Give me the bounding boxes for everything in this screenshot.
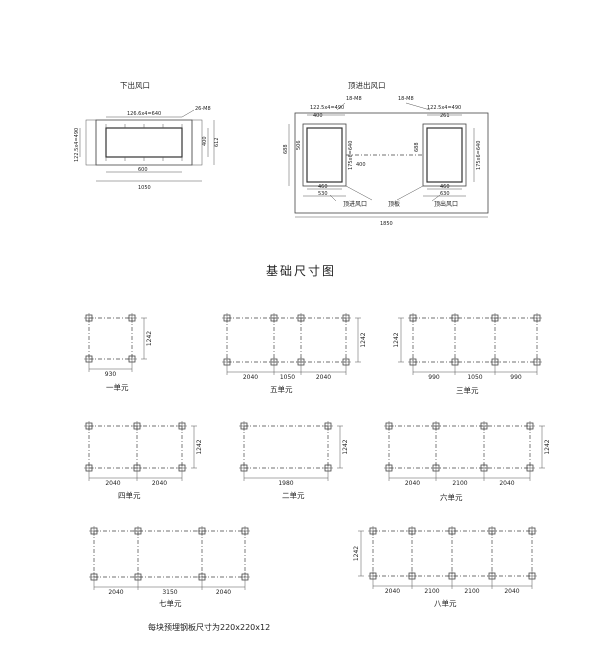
unit-label: 三单元: [456, 385, 479, 395]
dim-h175-right: 175x6=640: [476, 141, 482, 170]
span-value: 2040: [105, 480, 120, 487]
dim-bolts-right: 18-M8: [398, 96, 414, 102]
unit-1: 930 1242 一单元: [84, 313, 153, 392]
dim-h175: 175x6=640: [348, 141, 354, 170]
label-outlet: 顶出风口: [434, 200, 458, 208]
dim-inner-width: 600: [138, 167, 148, 173]
left-box: [302, 123, 347, 187]
span-value: 2040: [152, 480, 167, 487]
span-value: 2040: [385, 588, 400, 595]
unit-3: 990 1050 990 1242 三单元: [393, 313, 542, 395]
bottom-outlet-title: 下出风口: [120, 80, 150, 90]
right-extension: [191, 119, 203, 166]
dim-w261: 261: [440, 113, 450, 119]
dim-left: 122.5x4=490: [74, 128, 80, 162]
dim-h506: 506: [296, 140, 302, 150]
span-value: 930: [105, 371, 117, 378]
span-value: 990: [428, 374, 440, 381]
bottom-outlet-view: 下出风口 126.6x4=640 26-M8 400 612 122.5x4=4…: [74, 80, 220, 191]
height-value: 1242: [342, 439, 349, 454]
unit-label: 八单元: [434, 598, 457, 608]
label-plate: 顶板: [388, 200, 400, 208]
dim-w400: 400: [313, 113, 323, 119]
span-value: 2100: [452, 480, 467, 487]
dim-top-left: 122.5x4=490: [310, 105, 344, 111]
span-value: 2040: [316, 374, 331, 381]
span-value: 3150: [162, 589, 177, 596]
span-value: 2040: [108, 589, 123, 596]
plate-note: 每块预埋钢板尺寸为220x220x12: [148, 622, 270, 632]
dim-inner-height: 400: [202, 136, 208, 146]
unit-label: 七单元: [159, 598, 182, 608]
right-box: [422, 123, 467, 187]
dim-bolts-left: 18-M8: [346, 96, 362, 102]
unit-label: 一单元: [106, 382, 129, 392]
left-opening: [306, 127, 343, 183]
label-inlet: 顶进风口: [343, 200, 367, 208]
unit-5: 1980 1242 二单元: [239, 421, 349, 500]
height-value: 1242: [393, 332, 400, 347]
left-extension: [85, 119, 97, 166]
span-value: 1050: [280, 374, 295, 381]
unit-label: 四单元: [118, 490, 141, 500]
height-value: 1242: [146, 331, 153, 346]
unit-7: 2040 3150 2040 七单元: [89, 526, 250, 608]
height-value: 1242: [196, 439, 203, 454]
span-value: 2040: [499, 480, 514, 487]
dim-w530: 530: [318, 191, 328, 197]
dim-w630: 630: [440, 191, 450, 197]
dim-bolts: 26-M8: [195, 106, 211, 112]
unit-6: 2040 2100 2040 1242 六单元: [384, 421, 551, 502]
top-plate: [294, 112, 489, 214]
dim-total: 1850: [380, 221, 393, 227]
dim-w460-right: 460: [440, 184, 450, 190]
height-value: 1242: [360, 332, 367, 347]
inner-opening: [105, 127, 183, 158]
dim-h688-right: 688: [414, 142, 420, 152]
bolt-marks: [105, 124, 183, 161]
foundation-units: 930 1242 一单元 2040 1050 2040 1242 五单元 990 1050 990 1…: [84, 313, 551, 608]
span-value: 2040: [216, 589, 231, 596]
dim-top-right: 122.5x4=490: [427, 105, 461, 111]
span-value: 2100: [464, 588, 479, 595]
top-outlet-title: 顶进出风口: [348, 80, 386, 90]
foundation-title: 基础尺寸图: [266, 264, 336, 278]
dim-w460: 460: [318, 184, 328, 190]
dim-h688: 688: [283, 144, 289, 154]
span-value: 2040: [243, 374, 258, 381]
span-value: 1980: [278, 480, 293, 487]
dim-top: 126.6x4=640: [127, 111, 161, 117]
span-value: 1050: [467, 374, 482, 381]
dim-outer-width: 1050: [138, 185, 151, 191]
unit-label: 二单元: [282, 490, 305, 500]
dim-outer-height: 612: [214, 137, 220, 147]
span-value: 2040: [504, 588, 519, 595]
span-value: 990: [510, 374, 522, 381]
span-value: 2040: [405, 480, 420, 487]
dim-center: 400: [356, 162, 366, 168]
right-opening: [426, 127, 463, 183]
unit-label: 六单元: [440, 492, 463, 502]
height-value: 1242: [353, 546, 360, 561]
unit-label: 五单元: [270, 384, 293, 394]
unit-8: 2040 2100 2100 2040 1242 八单元: [353, 526, 537, 608]
unit-2: 2040 1050 2040 1242 五单元: [222, 313, 367, 394]
unit-4: 2040 2040 1242 四单元: [84, 421, 203, 500]
top-outlet-view: 顶进出风口 18-M8 18-M8 122.5x4=490 400 122.5x…: [283, 80, 489, 227]
span-value: 2100: [424, 588, 439, 595]
height-value: 1242: [544, 439, 551, 454]
